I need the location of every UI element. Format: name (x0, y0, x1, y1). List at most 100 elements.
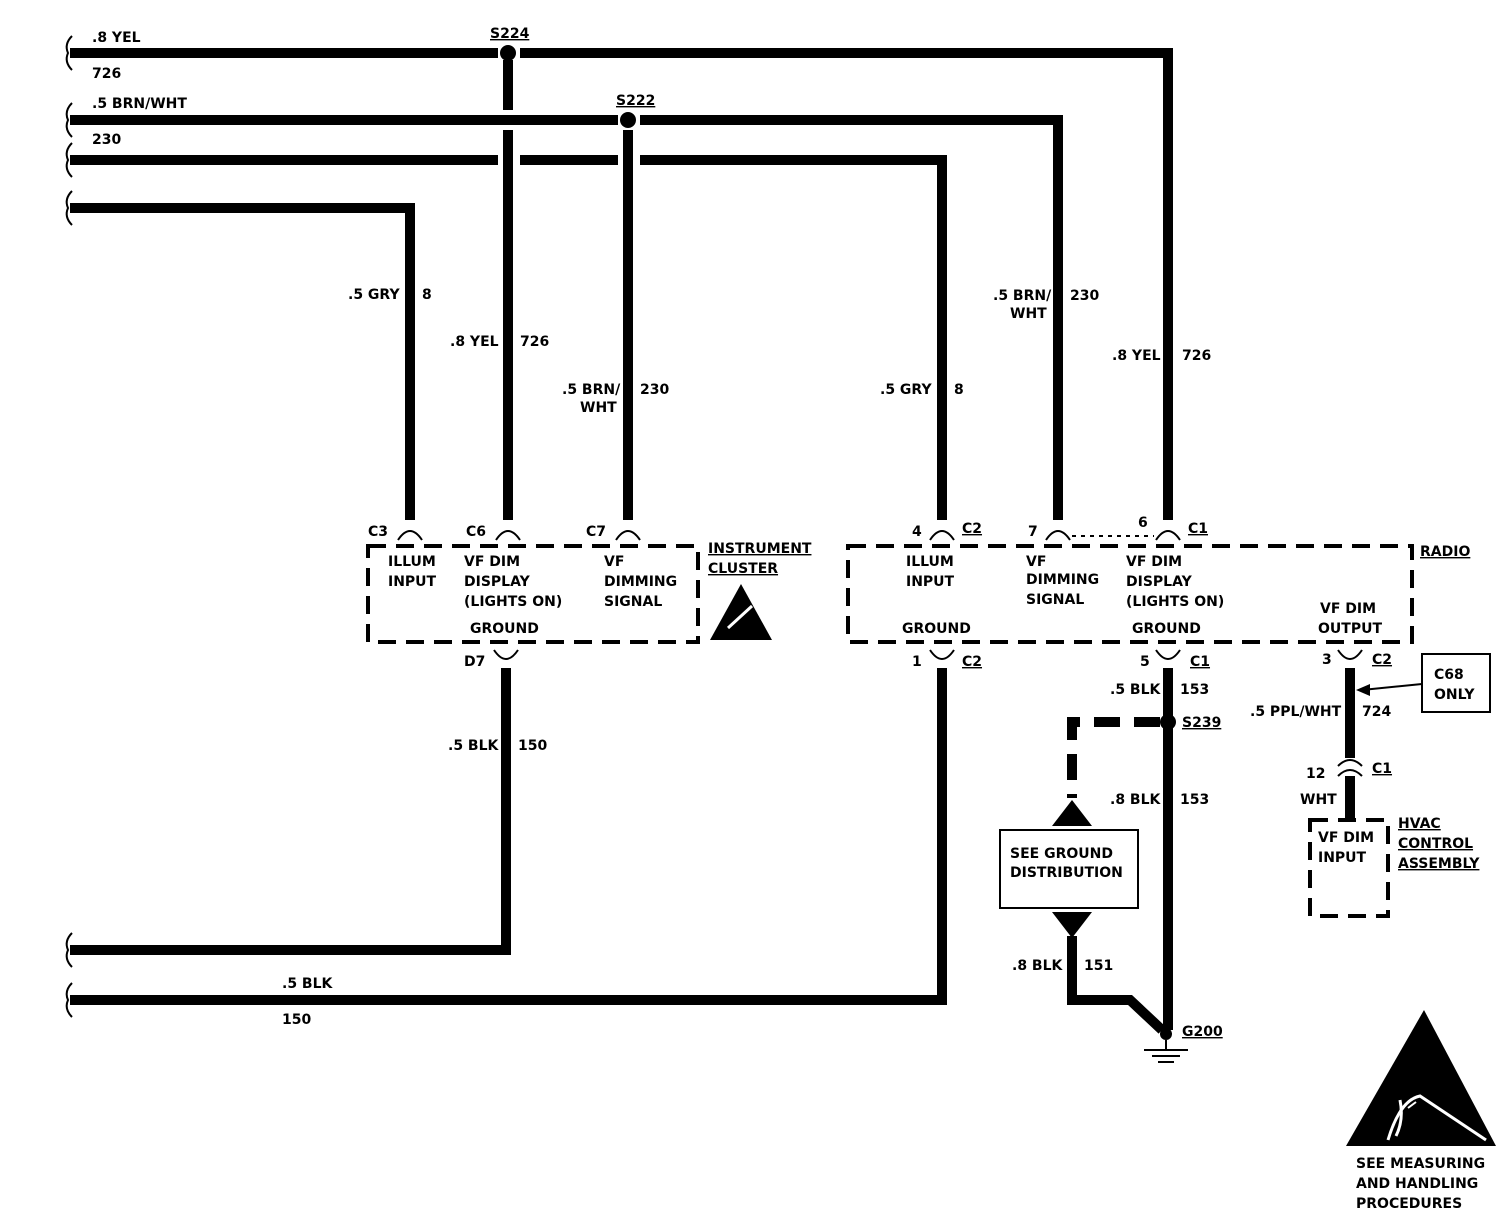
radio-conn-c2-out: C2 (1372, 652, 1392, 668)
cluster-pin-d7: D7 (464, 654, 485, 670)
radio-gry-gauge: .5 GRY (880, 382, 932, 398)
radio-conn-c2-top: C2 (962, 521, 982, 537)
splice-s239-label: S239 (1182, 715, 1221, 731)
cluster-gry-gauge: .5 GRY (348, 287, 400, 303)
hvac-wht: WHT (1300, 792, 1337, 808)
splice-s224-label: S224 (490, 26, 530, 42)
c68-note-line2: ONLY (1434, 687, 1475, 703)
ground-dist-line1: SEE GROUND (1010, 846, 1113, 862)
c68-note-box (1421, 653, 1491, 713)
radio-pin-1: 1 (912, 654, 922, 670)
radio-module (846, 530, 1414, 660)
radio-illum-2: INPUT (906, 574, 955, 590)
radio-ground-left: GROUND (902, 621, 971, 637)
ppl-circuit: 724 (1362, 704, 1391, 720)
cluster-pin-c3: C3 (368, 524, 388, 540)
radio-pin-3: 3 (1322, 652, 1332, 668)
radio-vfdim-1: VF DIM (1126, 554, 1182, 570)
cluster-pin-c6: C6 (466, 524, 486, 540)
radio-blk2-circuit: 153 (1180, 792, 1209, 808)
ppl-gauge: .5 PPL/WHT (1250, 704, 1342, 720)
hvac-name-3: ASSEMBLY (1398, 856, 1480, 872)
cluster-vfdim-3: (LIGHTS ON) (464, 594, 562, 610)
hvac-pin-12: 12 (1306, 766, 1325, 782)
ground-dist-arrow-down-icon (1052, 912, 1092, 938)
radio-pin-7: 7 (1028, 524, 1038, 540)
wire-8-gray (70, 203, 415, 520)
ground-g200-label: G200 (1182, 1024, 1223, 1040)
radio-blk1-circuit: 153 (1180, 682, 1209, 698)
radio-yel-circuit: 726 (1182, 348, 1211, 364)
cluster-yel-gauge: .8 YEL (450, 334, 499, 350)
radio-blk3-gauge: .8 BLK (1012, 958, 1064, 974)
bottom-blk-circuit: 150 (282, 1012, 311, 1028)
wire-151 (1067, 936, 1166, 1034)
radio-blk1-gauge: .5 BLK (1110, 682, 1162, 698)
ground-dist-arrow-up-icon (1052, 800, 1092, 826)
cluster-vfsig-2: DIMMING (604, 574, 677, 590)
radio-ground-right: GROUND (1132, 621, 1201, 637)
c68-note-line1: C68 (1434, 667, 1464, 683)
radio-brn-gauge-2: WHT (1010, 306, 1047, 322)
cluster-brn-circuit: 230 (640, 382, 669, 398)
radio-out-1: VF DIM (1320, 601, 1376, 617)
radio-vfdim-3: (LIGHTS ON) (1126, 594, 1224, 610)
esd-note-line2: AND HANDLING (1356, 1176, 1478, 1192)
cluster-blk-gauge: .5 BLK (448, 738, 500, 754)
splice-s222-dot (620, 112, 636, 128)
cluster-brn-gauge-2: WHT (580, 400, 617, 416)
cluster-gry-circuit: 8 (422, 287, 432, 303)
esd-note-line3: PROCEDURES (1356, 1196, 1462, 1212)
radio-pin-5: 5 (1140, 654, 1150, 670)
radio-brn-circuit: 230 (1070, 288, 1099, 304)
radio-gry-circuit: 8 (954, 382, 964, 398)
cluster-vfsig-1: VF (604, 554, 624, 570)
splice-s239-dot (1160, 714, 1176, 730)
top-yel-gauge: .8 YEL (92, 30, 141, 46)
radio-yel-gauge: .8 YEL (1112, 348, 1161, 364)
cluster-vfdim-2: DISPLAY (464, 574, 531, 590)
ground-dist-line2: DISTRIBUTION (1010, 865, 1123, 881)
c68-arrow-icon (1356, 684, 1370, 696)
radio-pin-6: 6 (1138, 515, 1148, 531)
top-brn-gauge: .5 BRN/WHT (92, 96, 187, 112)
wire-150-radio-ground (70, 668, 947, 1005)
esd-note-line1: SEE MEASURING (1356, 1156, 1485, 1172)
cluster-name-1: INSTRUMENT (708, 541, 812, 557)
bottom-blk-gauge: .5 BLK (282, 976, 334, 992)
radio-blk3-circuit: 151 (1084, 958, 1113, 974)
cluster-blk-circuit: 150 (518, 738, 547, 754)
radio-name: RADIO (1420, 544, 1470, 560)
hvac-conn-c1: C1 (1372, 761, 1392, 777)
esd-warning-icon (1346, 1010, 1496, 1146)
hvac-name-1: HVAC (1398, 816, 1441, 832)
radio-vfsig-2: DIMMING (1026, 572, 1099, 588)
wire-726-yellow (70, 48, 1173, 520)
cluster-name-2: CLUSTER (708, 561, 778, 577)
cluster-illum-2: INPUT (388, 574, 437, 590)
splice-s224-dot (500, 45, 516, 61)
radio-conn-c1-top: C1 (1188, 521, 1208, 537)
c68-leader-line (1361, 683, 1423, 691)
cluster-illum-1: ILLUM (388, 554, 436, 570)
hvac-control-box (1308, 818, 1390, 918)
radio-conn-c1-bot: C1 (1190, 654, 1210, 670)
top-brn-circuit: 230 (92, 132, 121, 148)
cluster-vfsig-3: SIGNAL (604, 594, 662, 610)
hvac-input-2: INPUT (1318, 850, 1367, 866)
cluster-ground: GROUND (470, 621, 539, 637)
radio-brn-gauge-1: .5 BRN/ (993, 288, 1052, 304)
wire-third-bus (70, 130, 947, 520)
wire-ground-dist-dashed (1067, 717, 1160, 798)
radio-vfsig-1: VF (1026, 554, 1046, 570)
cluster-pin-c7: C7 (586, 524, 606, 540)
radio-out-2: OUTPUT (1318, 621, 1382, 637)
radio-vfsig-3: SIGNAL (1026, 592, 1084, 608)
top-yel-circuit: 726 (92, 66, 121, 82)
ground-symbol-icon (1144, 1028, 1188, 1063)
radio-conn-c2-bot: C2 (962, 654, 982, 670)
radio-blk2-gauge: .8 BLK (1110, 792, 1162, 808)
instrument-cluster (366, 530, 700, 660)
radio-vfdim-2: DISPLAY (1126, 574, 1193, 590)
